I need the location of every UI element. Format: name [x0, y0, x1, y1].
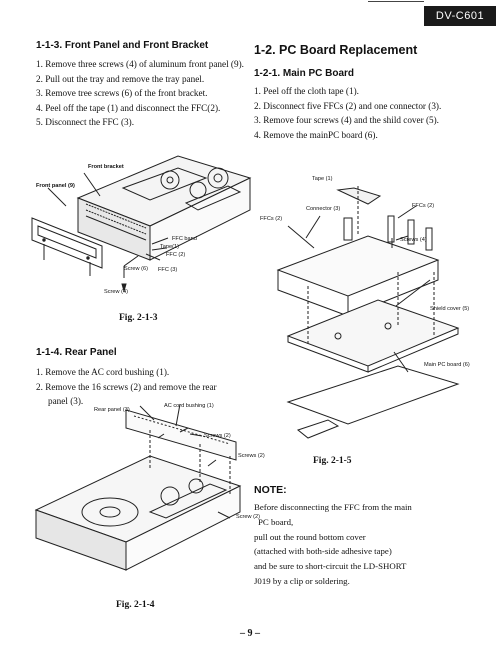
fig-2-1-5-caption: Fig. 2-1-5 [313, 456, 352, 466]
rear-panel-heading: 1-1-4. Rear Panel [36, 347, 117, 358]
pc-step-3: 3. Remove four screws (4) and the shild … [254, 115, 439, 126]
rear-step-1: 1. Remove the AC cord bushing (1). [36, 367, 170, 377]
fig-2-1-4-drawing [30, 400, 252, 578]
note-line-5: and be sure to short-circuit the LD-SHOR… [254, 561, 407, 572]
rear-panel-steps: 1. Remove the AC cord bushing (1). 2. Re… [36, 365, 236, 409]
label-screws-a: Screws (2) [204, 433, 231, 439]
page-number: – 9 – [240, 628, 260, 639]
step-2: 2. Pull out the tray and remove the tray… [36, 73, 205, 84]
step-3: 3. Remove tree screws (6) of the front b… [36, 88, 208, 99]
note-line-6: J019 by a clip or soldering. [254, 575, 350, 586]
main-pc-heading: 1-2-1. Main PC Board [254, 68, 355, 79]
note-line-2: PC board, [258, 516, 294, 527]
label-screw-4: Screw (4) [104, 289, 128, 295]
label-ffcs-2-a: FFCs (2) [260, 216, 283, 222]
label-ffc-band: FFC band [172, 236, 197, 242]
fig-2-1-3-drawing [28, 148, 253, 303]
label-shield-cover: Shield cover (5) [430, 306, 470, 312]
label-tape-1-pc: Tape (1) [312, 176, 333, 182]
label-screws-b: Screws (2) [238, 453, 265, 459]
note-heading: NOTE: [254, 484, 287, 496]
label-ffcs-2-b: FFCs (2) [412, 203, 435, 209]
label-main-pc-board: Main PC board (6) [424, 362, 470, 368]
pc-step-2: 2. Disconnect five FFCs (2) and one conn… [254, 100, 442, 111]
step-1: 1. Remove three screws (4) of aluminum f… [36, 59, 244, 69]
label-ffc-3: FFC (3) [158, 267, 178, 273]
label-ffc-2: FFC (2) [166, 252, 186, 258]
label-screws-4: Screws (4) [400, 237, 427, 243]
front-panel-steps: 1. Remove three screws (4) of aluminum f… [36, 57, 246, 130]
pc-step-4: 4. Remove the mainPC board (6). [254, 129, 378, 140]
label-front-panel: Front panel (9) [36, 183, 75, 189]
fig-2-1-4-caption: Fig. 2-1-4 [116, 600, 155, 610]
label-tape-1: Tape(1) [160, 244, 179, 250]
note-body: Before disconnecting the FFC from the ma… [254, 500, 490, 589]
note-line-1: Before disconnecting the FFC from the ma… [254, 502, 412, 512]
header-rule [368, 1, 424, 2]
label-screw-6: Screw (6) [124, 266, 148, 272]
pc-board-section-heading: 1-2. PC Board Replacement [254, 43, 418, 57]
rear-step-2: 2. Remove the 16 screws (2) and remove t… [36, 381, 217, 407]
model-badge: DV-C601 [424, 6, 496, 26]
note-line-4: (attached with both-side adhesive tape) [254, 546, 392, 557]
step-5: 5. Disconnect the FFC (3). [36, 117, 134, 128]
pc-step-1: 1. Peel off the cloth tape (1). [254, 86, 359, 96]
step-4: 4. Peel off the tape (1) and disconnect … [36, 102, 221, 113]
fig-2-1-3-caption: Fig. 2-1-3 [119, 313, 158, 323]
note-line-3: pull out the round bottom cover [254, 531, 366, 542]
main-pc-steps: 1. Peel off the cloth tape (1). 2. Disco… [254, 84, 484, 142]
label-front-bracket: Front bracket [88, 164, 124, 170]
label-rear-panel: Rear panel (3) [94, 407, 130, 413]
label-screw-c: Screw (2) [236, 514, 260, 520]
label-connector-3: Connector (3) [306, 206, 341, 212]
fig-2-1-5-drawing [258, 176, 492, 448]
front-panel-heading: 1-1-3. Front Panel and Front Bracket [36, 40, 209, 51]
label-ac-bushing: AC cord bushing (1) [164, 403, 214, 409]
